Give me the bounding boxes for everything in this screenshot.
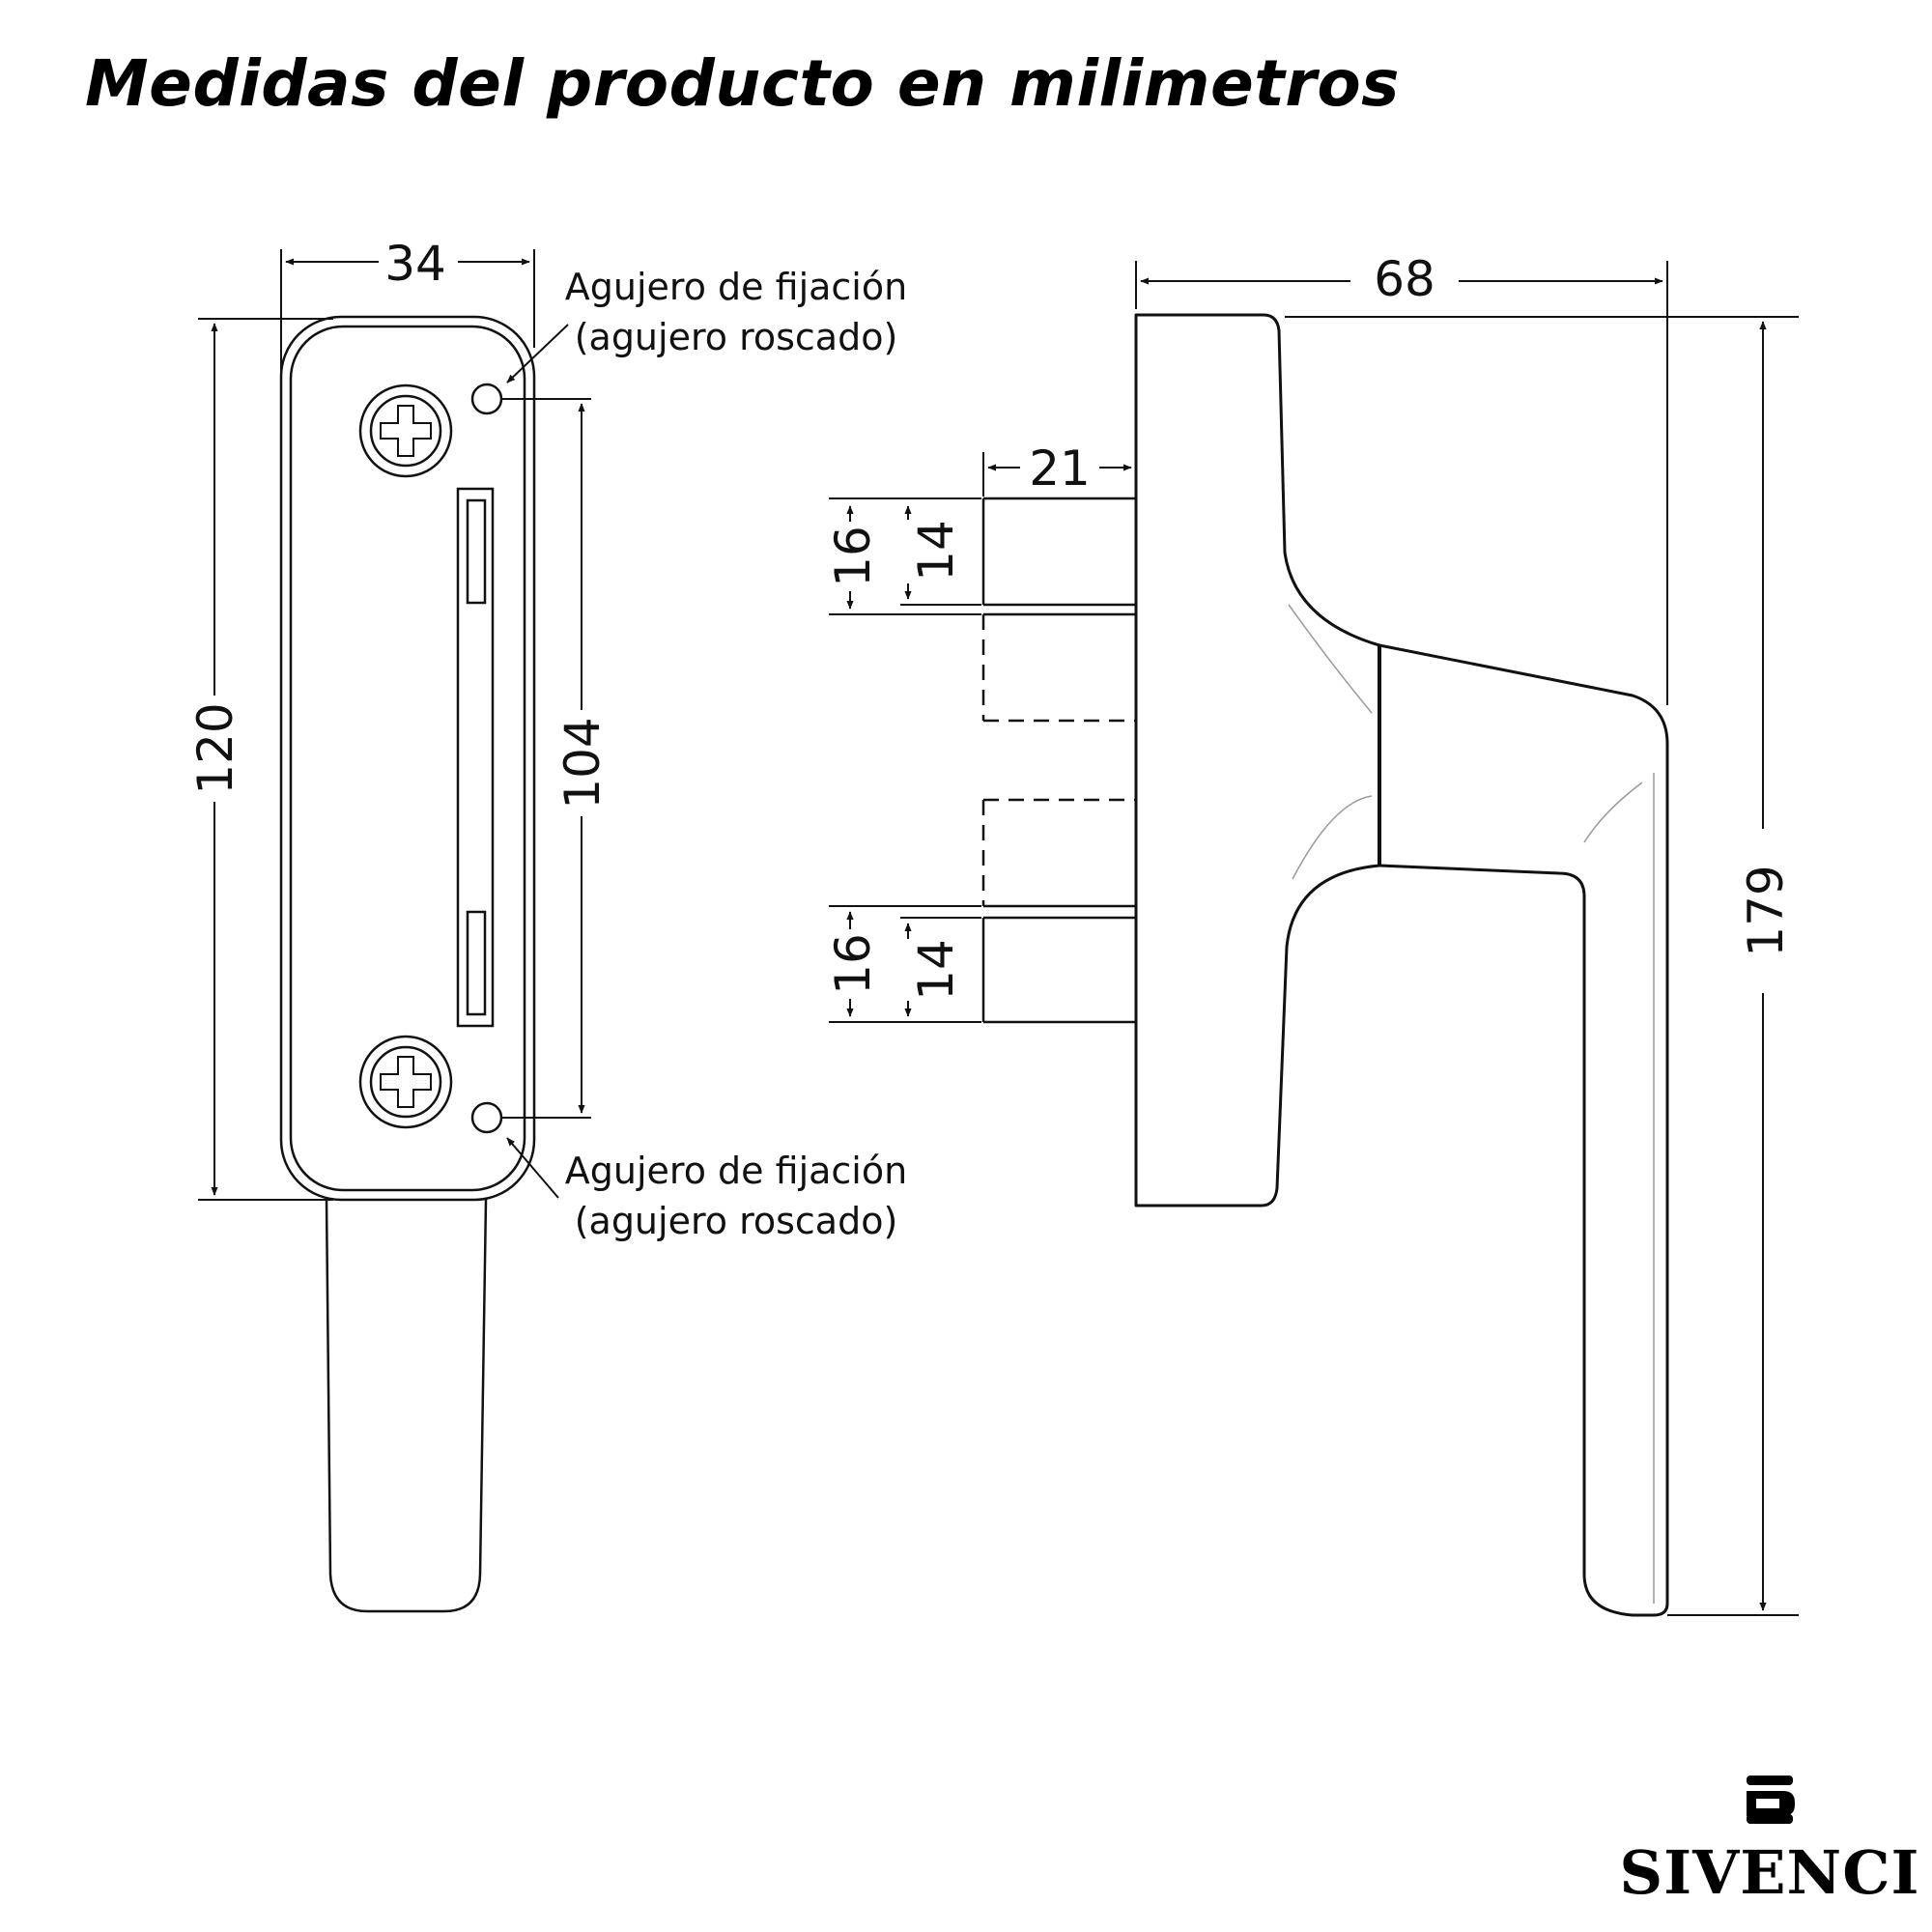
- plate-inner: [289, 325, 526, 1192]
- dim-lower-inner: 14: [908, 939, 964, 1001]
- spindle-dashed: [981, 614, 1136, 906]
- screw-bottom-icon: [358, 1035, 453, 1129]
- front-dimensions: [198, 249, 591, 1201]
- dim-upper-inner: 14: [908, 520, 964, 582]
- brand-name: SIVENCI: [1619, 1837, 1919, 1908]
- slot-outer: [456, 487, 495, 1028]
- front-view: [279, 315, 536, 1613]
- dim-spindle-length: 21: [1029, 440, 1091, 497]
- slot-top: [466, 498, 487, 605]
- annotation-bottom-line1: Agujero de fijación: [565, 1150, 907, 1192]
- fixing-hole-bottom-icon: [470, 1101, 503, 1134]
- screw-top-icon: [358, 384, 453, 478]
- fixing-hole-top-icon: [470, 383, 503, 415]
- sivenci-logo-icon: [1747, 1776, 1795, 1824]
- dim-lower-outer: 16: [825, 933, 881, 995]
- annotation-bottom-line2: (agujero roscado): [575, 1200, 898, 1242]
- dim-hole-spacing: 104: [554, 717, 611, 809]
- spindle-lower: [981, 904, 1136, 1024]
- side-dimensions: [829, 261, 1799, 1616]
- side-view: [981, 313, 1669, 1617]
- dim-plate-width: 34: [384, 236, 446, 292]
- spindle-upper: [981, 497, 1136, 616]
- dim-handle-length: 179: [1738, 865, 1794, 956]
- plate-outer: [279, 315, 536, 1202]
- page-title: Medidas del producto en milimetros: [85, 46, 1400, 121]
- side-handle: [1378, 643, 1669, 1617]
- side-base: [1134, 313, 1381, 1208]
- annotation-top-line2: (agujero roscado): [575, 316, 898, 358]
- annotation-top-line1: Agujero de fijación: [565, 266, 907, 308]
- dim-upper-outer: 16: [825, 526, 881, 587]
- slot-bottom: [466, 910, 487, 1016]
- dim-total-depth: 68: [1374, 251, 1435, 307]
- handle-front: [325, 1199, 488, 1613]
- dim-plate-height: 120: [187, 702, 243, 794]
